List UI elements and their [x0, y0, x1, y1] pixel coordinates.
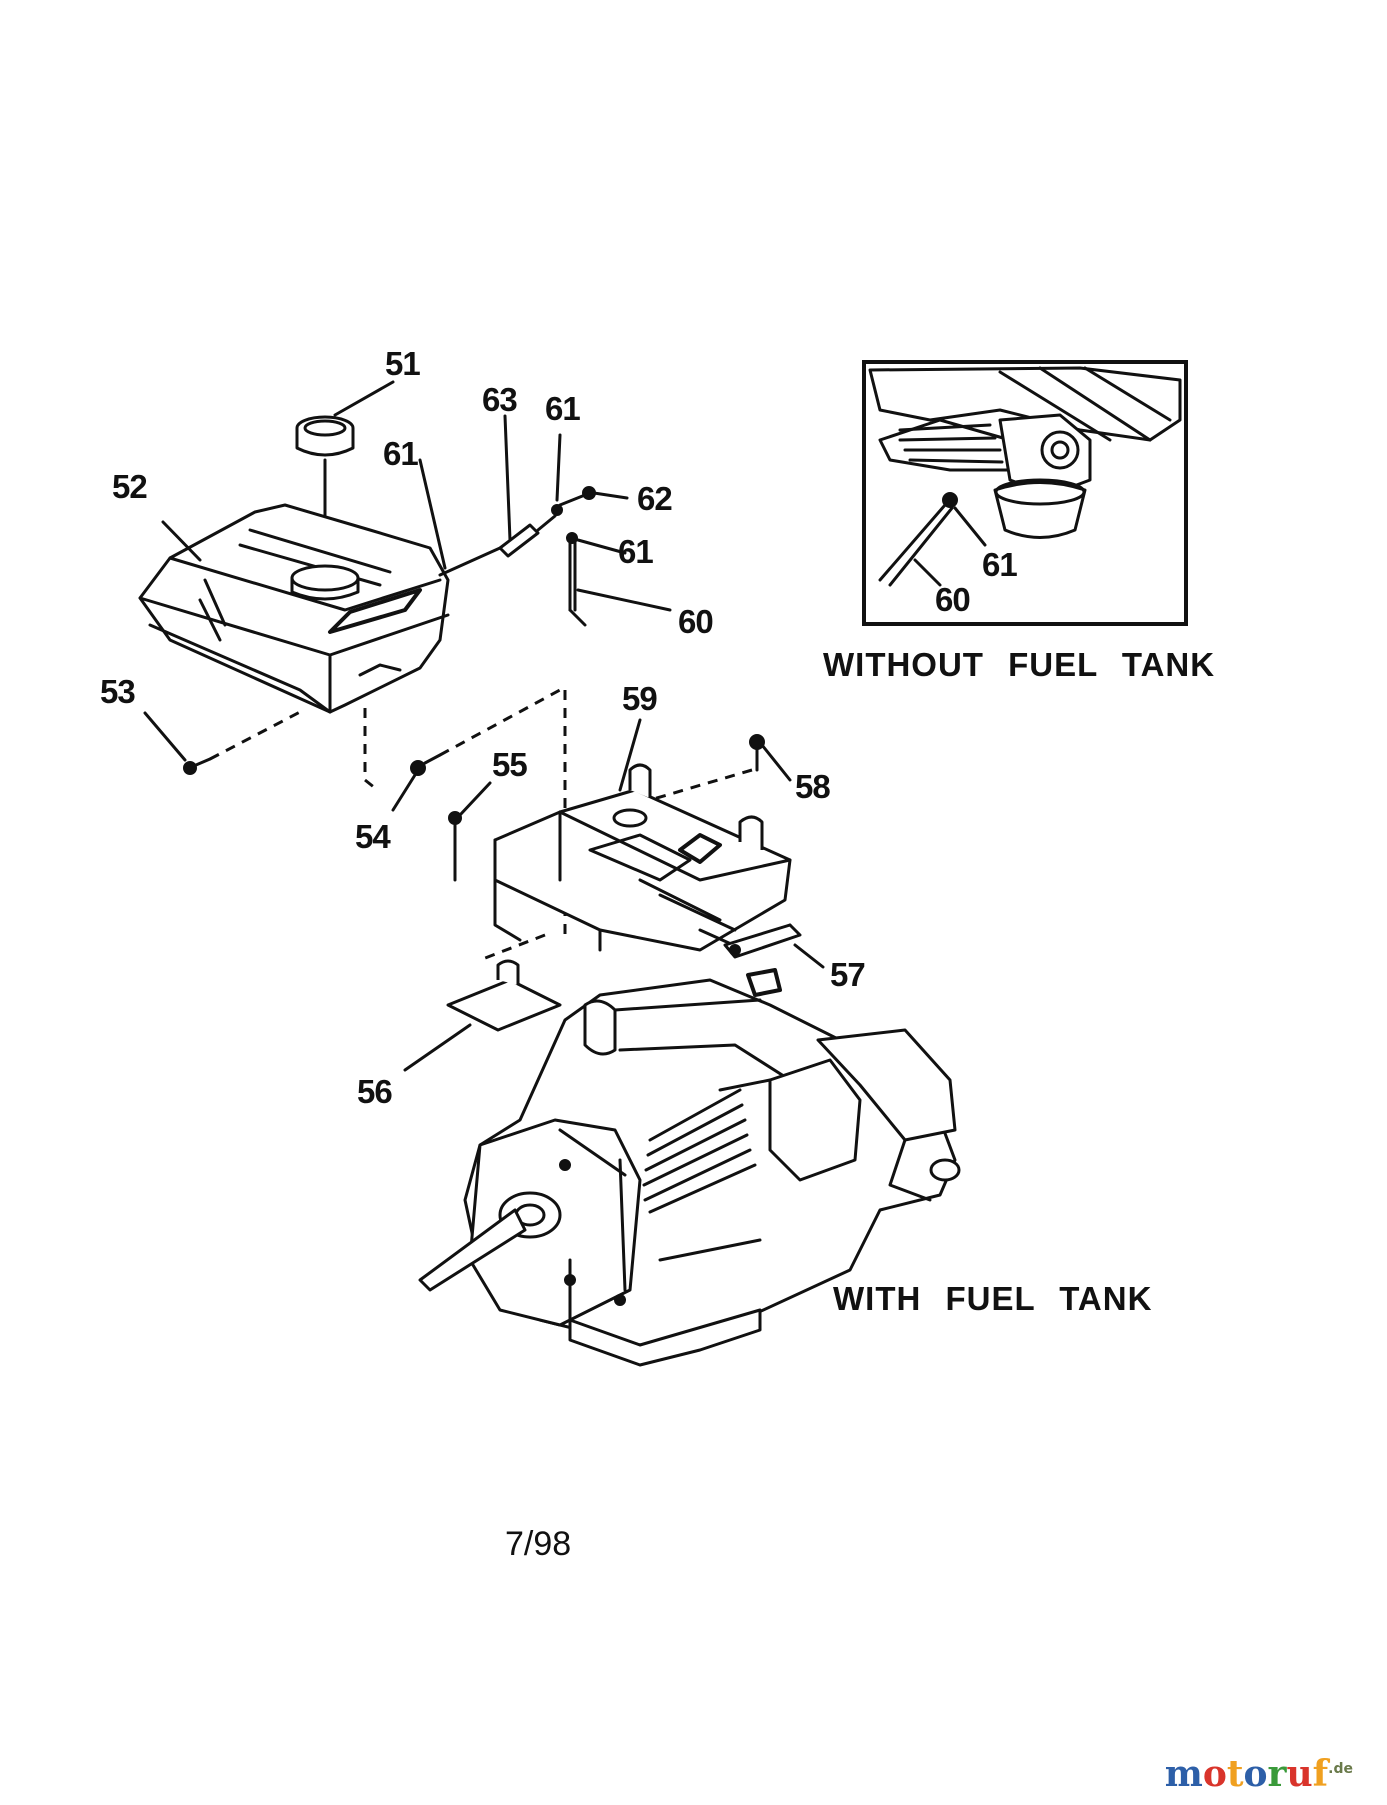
date-code: 7/98: [505, 1525, 572, 1563]
callout-51: 51: [385, 345, 421, 382]
callout-54: 54: [355, 818, 391, 855]
watermark-letter: t: [1226, 1753, 1244, 1795]
watermark-letter: r: [1267, 1753, 1287, 1795]
callout-53: 53: [100, 673, 136, 710]
fuel-cap: [295, 415, 355, 562]
callout-61-lower: 61: [618, 533, 654, 570]
screw-55: [448, 811, 462, 882]
bolt-54: [410, 688, 567, 940]
callout-52: 52: [112, 468, 148, 505]
inset-callout-60: 60: [935, 581, 971, 618]
callout-60: 60: [678, 603, 714, 640]
callout-57: 57: [830, 956, 866, 993]
watermark-letter: m: [1164, 1753, 1203, 1795]
leader-lines: [143, 380, 825, 1072]
bracket-57: [723, 923, 802, 959]
inset-without-fuel-tank: [862, 360, 1188, 626]
watermark-brand: motoruf: [1165, 1753, 1328, 1795]
callout-61-top: 61: [545, 390, 581, 427]
callout-61-left: 61: [383, 435, 419, 472]
engine-assembly: [418, 968, 961, 1367]
callout-63: 63: [482, 381, 518, 418]
watermark-letter: o: [1202, 1753, 1227, 1795]
watermark-letter: o: [1243, 1753, 1268, 1795]
callout-58: 58: [795, 768, 831, 805]
screw-53: [183, 710, 301, 775]
caption-with-fuel-tank: WITH FUEL TANK: [833, 1280, 1153, 1317]
nut-58: [649, 734, 765, 802]
fuel-line-assembly: [438, 486, 596, 627]
callout-62: 62: [637, 480, 673, 517]
plate-56: [446, 933, 562, 1032]
watermark-suffix: .de: [1328, 1761, 1353, 1777]
inset-callout-61: 61: [982, 546, 1018, 583]
watermark-letter: f: [1312, 1753, 1329, 1795]
callout-55: 55: [492, 746, 528, 783]
watermark-letter: u: [1286, 1753, 1313, 1795]
mounting-bracket: [493, 763, 792, 952]
caption-without-fuel-tank: WITHOUT FUEL TANK: [823, 646, 1216, 683]
callout-56: 56: [357, 1073, 393, 1110]
callout-59: 59: [622, 680, 658, 717]
fuel-tank: [138, 503, 450, 790]
watermark-logo: motoruf.de: [1165, 1756, 1353, 1792]
